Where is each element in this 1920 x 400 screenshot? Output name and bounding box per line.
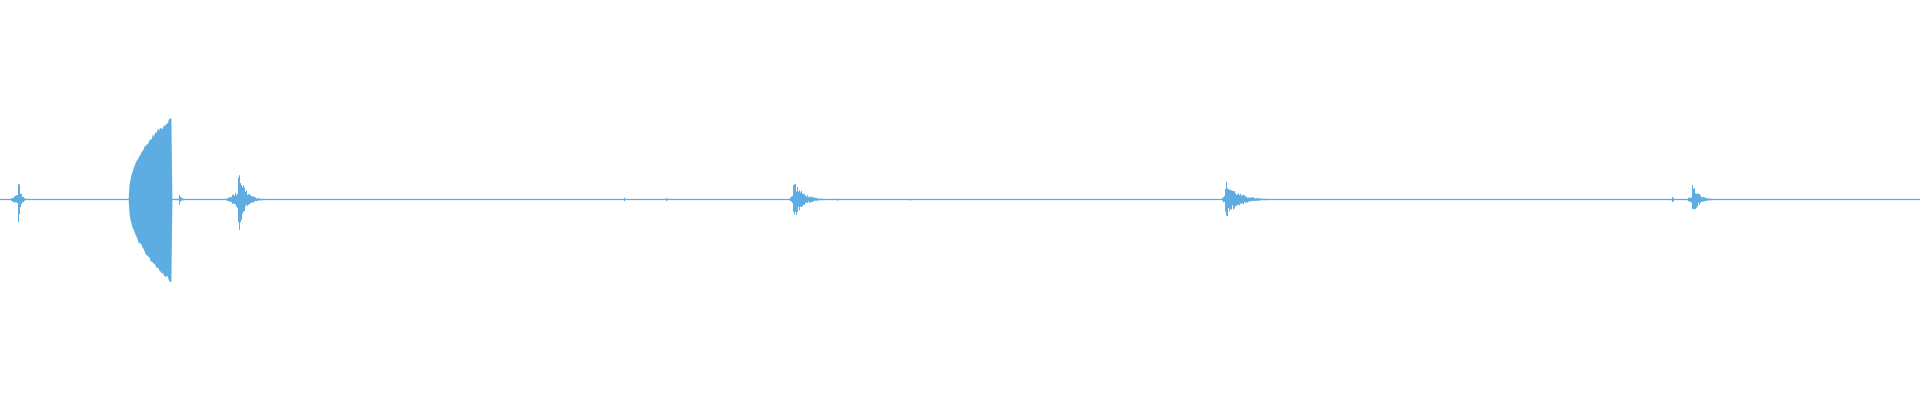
waveform-burst-blip-5	[1669, 196, 1676, 203]
waveform-burst-transient-4	[1221, 181, 1274, 216]
waveform-burst-blip-2	[666, 197, 669, 202]
waveform-burst-blip-4	[910, 198, 912, 201]
waveform-burst-transient-2	[225, 175, 264, 230]
waveform-envelope	[128, 118, 173, 282]
waveform-burst-transient-3	[789, 184, 829, 215]
waveform-burst-blip-1	[624, 197, 627, 202]
waveform-burst-burst-tail	[176, 195, 185, 205]
waveform-burst-loud-burst	[128, 118, 173, 282]
waveform-burst-blip-3	[837, 198, 840, 201]
waveform-bursts	[10, 118, 1716, 282]
waveform-burst-transient-5	[1686, 185, 1716, 210]
waveform-burst-transient-1	[10, 184, 28, 222]
